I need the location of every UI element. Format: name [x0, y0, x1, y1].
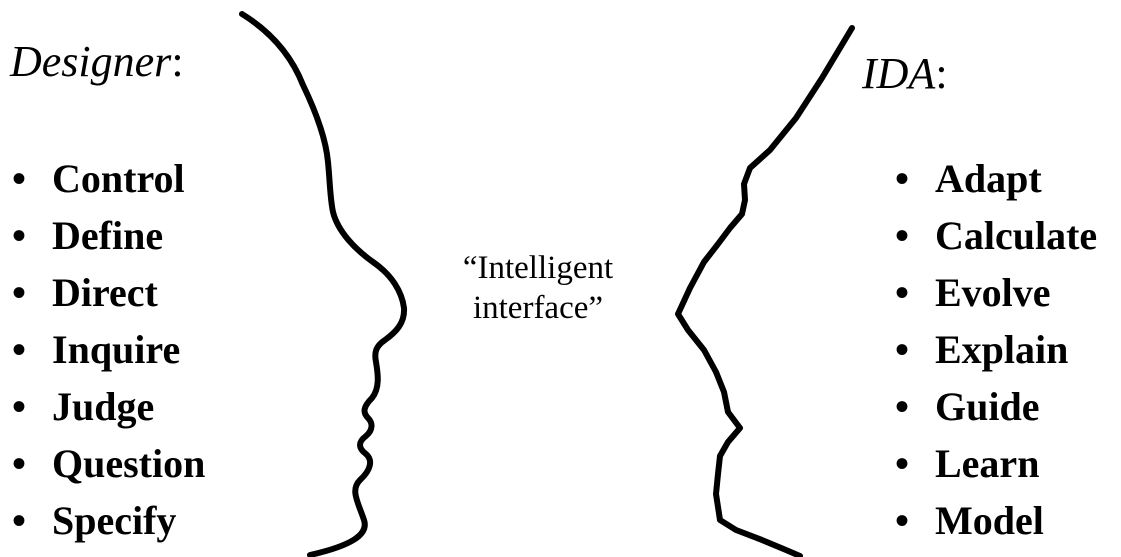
- list-item-label: Inquire: [52, 327, 180, 372]
- center-label-line-2: interface”: [428, 288, 648, 328]
- bullet-icon: •: [12, 435, 52, 492]
- list-item: •Define: [12, 207, 205, 264]
- bullet-icon: •: [12, 207, 52, 264]
- bullet-icon: •: [12, 264, 52, 321]
- list-item-label: Direct: [52, 270, 158, 315]
- ida-heading: IDA:: [862, 52, 948, 96]
- ida-face-profile: [678, 28, 852, 556]
- list-item: •Guide: [895, 378, 1097, 435]
- list-item-label: Explain: [935, 327, 1068, 372]
- bullet-icon: •: [895, 492, 935, 549]
- designer-role-list: •Control •Define •Direct •Inquire •Judge…: [12, 150, 205, 549]
- list-item: •Judge: [12, 378, 205, 435]
- list-item-label: Guide: [935, 384, 1039, 429]
- bullet-icon: •: [12, 150, 52, 207]
- bullet-icon: •: [12, 378, 52, 435]
- designer-heading-text: Designer: [10, 37, 171, 86]
- list-item: •Learn: [895, 435, 1097, 492]
- bullet-icon: •: [895, 435, 935, 492]
- ida-heading-colon: :: [935, 49, 947, 98]
- list-item-label: Define: [52, 213, 163, 258]
- center-label-line-1: “Intelligent: [428, 248, 648, 288]
- list-item-label: Specify: [52, 498, 176, 543]
- list-item: •Evolve: [895, 264, 1097, 321]
- list-item-label: Control: [52, 156, 185, 201]
- list-item-label: Model: [935, 498, 1044, 543]
- list-item-label: Judge: [52, 384, 154, 429]
- intelligent-interface-label: “Intelligent interface”: [428, 248, 648, 328]
- list-item-label: Learn: [935, 441, 1039, 486]
- list-item: •Control: [12, 150, 205, 207]
- bullet-icon: •: [12, 492, 52, 549]
- list-item: •Explain: [895, 321, 1097, 378]
- list-item: •Question: [12, 435, 205, 492]
- bullet-icon: •: [895, 264, 935, 321]
- list-item: •Inquire: [12, 321, 205, 378]
- designer-heading-colon: :: [171, 37, 183, 86]
- list-item-label: Adapt: [935, 156, 1042, 201]
- list-item: •Adapt: [895, 150, 1097, 207]
- bullet-icon: •: [12, 321, 52, 378]
- list-item-label: Evolve: [935, 270, 1051, 315]
- list-item-label: Question: [52, 441, 205, 486]
- bullet-icon: •: [895, 150, 935, 207]
- designer-heading: Designer:: [10, 40, 184, 84]
- list-item: •Direct: [12, 264, 205, 321]
- bullet-icon: •: [895, 321, 935, 378]
- list-item-label: Calculate: [935, 213, 1097, 258]
- list-item: •Model: [895, 492, 1097, 549]
- designer-face-profile: [242, 14, 404, 555]
- bullet-icon: •: [895, 378, 935, 435]
- list-item: •Calculate: [895, 207, 1097, 264]
- list-item: •Specify: [12, 492, 205, 549]
- ida-role-list: •Adapt •Calculate •Evolve •Explain •Guid…: [895, 150, 1097, 549]
- bullet-icon: •: [895, 207, 935, 264]
- ida-heading-text: IDA: [862, 49, 935, 98]
